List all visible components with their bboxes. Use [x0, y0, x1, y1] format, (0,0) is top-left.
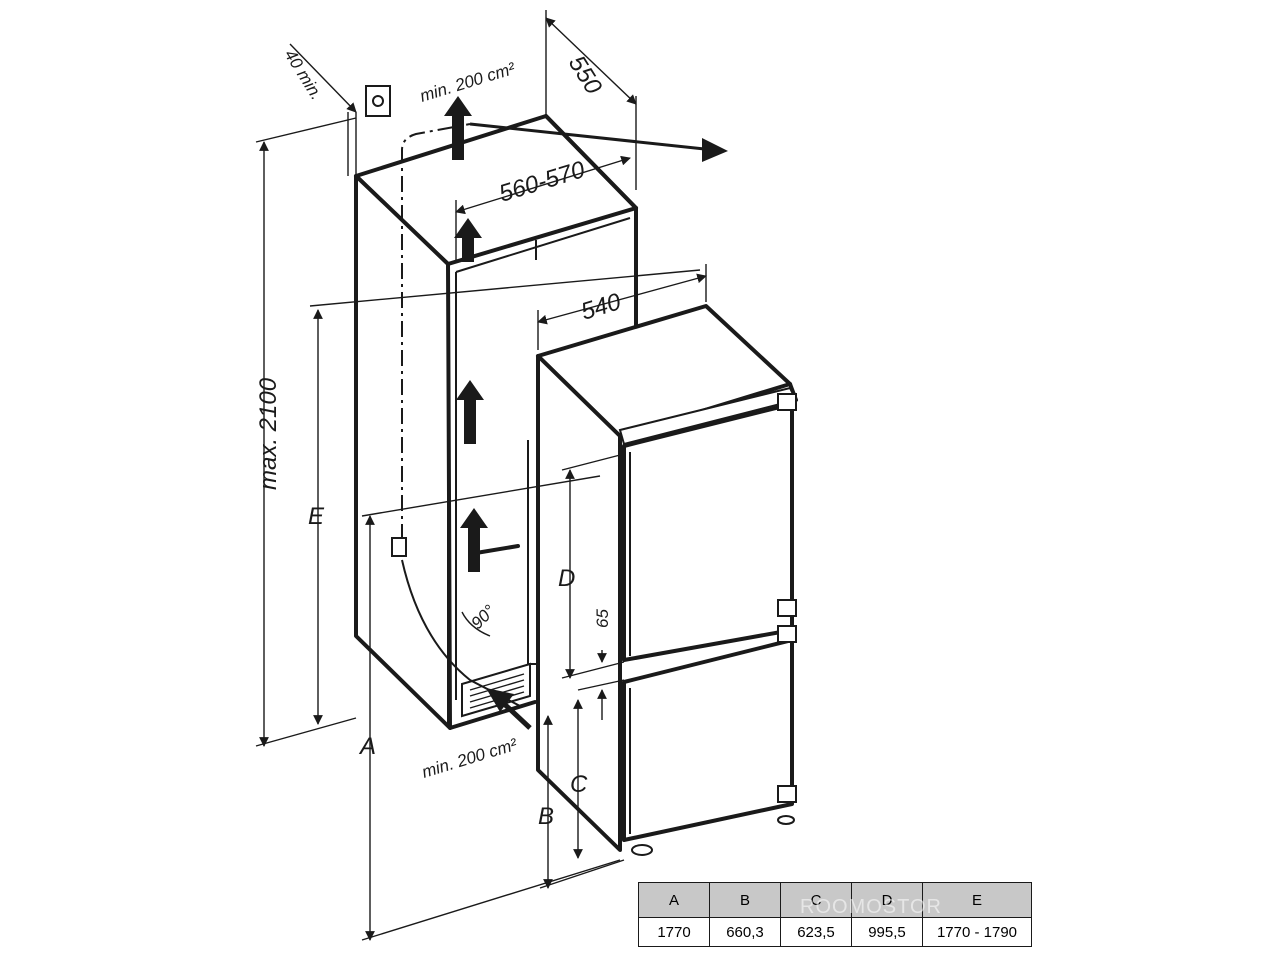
angle-90-label: 90°: [467, 601, 499, 633]
depth-top-label: 550: [563, 51, 607, 100]
dim-b-label: B: [538, 803, 554, 830]
table-cell: 623,5: [780, 917, 852, 947]
dimension-lines: [255, 10, 707, 941]
watermark: ROOMOSTOR: [800, 896, 942, 918]
table-cell: 660,3: [709, 917, 781, 947]
dim-e-label: E: [308, 503, 325, 530]
gap-65-label: 65: [593, 609, 612, 628]
vent-bottom-label: min. 200 cm²: [420, 735, 521, 782]
table-cell: 1770: [638, 917, 710, 947]
niche-cabinet: [354, 85, 638, 730]
table-cell: 1770 - 1790: [922, 917, 1032, 947]
fridge-appliance: [527, 304, 798, 856]
dimensions-table: A B C D E 1770 660,3 623,5 995,5 1770 - …: [638, 882, 1032, 947]
dim-a-label: A: [358, 733, 376, 760]
table-header-row: A B C D E: [638, 882, 1032, 918]
socket-icon: [365, 85, 391, 117]
table-cell: 995,5: [851, 917, 923, 947]
table-header-cell: C: [780, 882, 852, 918]
table-header-cell: A: [638, 882, 710, 918]
max-height-label: max. 2100: [255, 377, 282, 490]
table-header-cell: B: [709, 882, 781, 918]
dim-d-label: D: [558, 565, 575, 592]
table-header-cell: E: [922, 882, 1032, 918]
appliance-depth-label: 540: [578, 288, 625, 326]
airflow-arrows: [444, 96, 728, 730]
vent-top-label: min. 200 cm²: [418, 59, 519, 106]
table-values-row: 1770 660,3 623,5 995,5 1770 - 1790: [638, 917, 1032, 947]
dim-c-label: C: [570, 771, 588, 798]
